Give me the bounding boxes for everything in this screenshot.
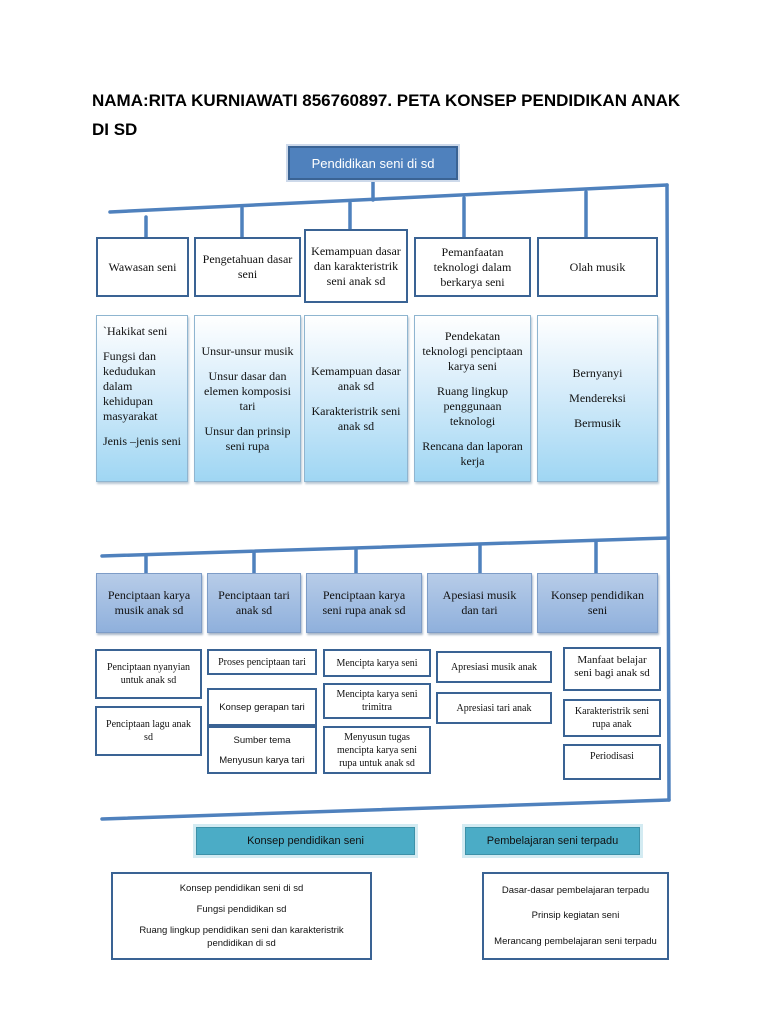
row1-header-pengetahuan-dasar-seni: Pengetahuan dasar seni (194, 237, 301, 297)
list-item: Merancang pembelajaran seni terpadu (494, 935, 657, 947)
row2-item-karakteristrik-seni-rupa: Karakteristrik seni rupa anak (563, 699, 661, 737)
list-item: Unsur-unsur musik (201, 343, 294, 358)
row2-header-apresiasi: Apesiasi musik dan tari (427, 573, 532, 633)
row2-header-penciptaan-seni-rupa: Penciptaan karya seni rupa anak sd (306, 573, 422, 633)
list-item: Sumber tema (233, 734, 291, 746)
list-item: Prinsip kegiatan seni (531, 910, 620, 922)
list-item: Rencana dan laporan kerja (422, 438, 523, 468)
row2-item-periodisasi: Periodisasi (563, 744, 661, 780)
row2-item-penciptaan-lagu: Penciptaan lagu anak sd (95, 706, 202, 756)
row1-header-kemampuan-dasar: Kemampuan dasar dan karakteristrik seni … (304, 229, 408, 303)
row1-header-pemanfaatan-teknologi: Pemanfaatan teknologi dalam berkarya sen… (414, 237, 531, 297)
row2-item-menyusun-tugas: Menyusun tugas mencipta karya seni rupa … (323, 726, 431, 774)
list-item: Unsur dan prinsip seni rupa (204, 423, 291, 453)
row1-content-kemampuan-dasar: Kemampuan dasar anak sd Karakteristrik s… (304, 315, 408, 482)
list-item: Unsur dasar dan elemen komposisi tari (204, 368, 291, 413)
root-node: Pendidikan seni di sd (288, 146, 458, 180)
row2-item-apresiasi-tari: Apresiasi tari anak (436, 692, 552, 724)
row2-header-penciptaan-tari: Penciptaan tari anak sd (207, 573, 301, 633)
list-item: Bermusik (574, 416, 621, 430)
list-item: Fungsi pendidikan sd (196, 904, 287, 915)
row1-header-olah-musik: Olah musik (537, 237, 658, 297)
list-item: Pendekatan teknologi penciptaan karya se… (422, 328, 523, 373)
row2-item-penciptaan-nyanyian: Penciptaan nyanyian untuk anak sd (95, 649, 202, 699)
row2-header-penciptaan-musik: Penciptaan karya musik anak sd (96, 573, 202, 633)
list-item: Mendereksi (569, 391, 626, 405)
list-item: `Hakikat seni (103, 324, 168, 338)
row1-content-wawasan-seni: `Hakikat seni Fungsi dan kedudukan dalam… (96, 315, 188, 482)
row1-header-wawasan-seni: Wawasan seni (96, 237, 189, 297)
list-item: Ruang lingkup pendidikan seni dan karakt… (139, 925, 344, 949)
row2-item-mencipta-karya-seni: Mencipta karya seni (323, 649, 431, 677)
bottom-content-pembelajaran-seni-terpadu: Dasar-dasar pembelajaran terpadu Prinsip… (482, 872, 669, 960)
list-item: Ruang lingkup penggunaan teknologi (437, 383, 508, 428)
row2-item-mencipta-trimitra: Mencipta karya seni trimitra (323, 683, 431, 719)
list-item: Konsep pendidikan seni di sd (179, 883, 304, 894)
list-item: Bernyanyi (572, 366, 623, 380)
list-item: Jenis –jenis seni (103, 434, 181, 448)
row2-item-apresiasi-musik: Apresiasi musik anak (436, 651, 552, 683)
page-title: NAMA:RITA KURNIAWATI 856760897. PETA KON… (92, 91, 681, 139)
row1-content-olah-musik: Bernyanyi Mendereksi Bermusik (537, 315, 658, 482)
row1-content-pengetahuan-dasar: Unsur-unsur musik Unsur dasar dan elemen… (194, 315, 301, 482)
list-item: Fungsi dan kedudukan dalam kehidupan mas… (103, 349, 158, 423)
list-item: Kemampuan dasar anak sd (311, 363, 401, 393)
bottom-header-pembelajaran-seni-terpadu: Pembelajaran seni terpadu (465, 827, 640, 855)
row1-content-pemanfaatan-teknologi: Pendekatan teknologi penciptaan karya se… (414, 315, 531, 482)
row2-item-sumber-tema-group: Sumber tema Menyusun karya tari (207, 726, 317, 774)
row2-header-konsep-pendidikan: Konsep pendidikan seni (537, 573, 658, 633)
bottom-content-konsep-pendidikan-seni: Konsep pendidikan seni di sd Fungsi pend… (111, 872, 372, 960)
bottom-header-konsep-pendidikan-seni: Konsep pendidikan seni (196, 827, 415, 855)
list-item: Karakteristrik seni anak sd (311, 403, 401, 433)
row2-item-konsep-gerapan-tari: Konsep gerapan tari (207, 688, 317, 726)
list-item: Menyusun karya tari (219, 754, 305, 766)
row2-item-manfaat-belajar: Manfaat belajar seni bagi anak sd (563, 647, 661, 691)
list-item: Dasar-dasar pembelajaran terpadu (501, 885, 650, 897)
row2-item-proses-penciptaan-tari: Proses penciptaan tari (207, 649, 317, 675)
